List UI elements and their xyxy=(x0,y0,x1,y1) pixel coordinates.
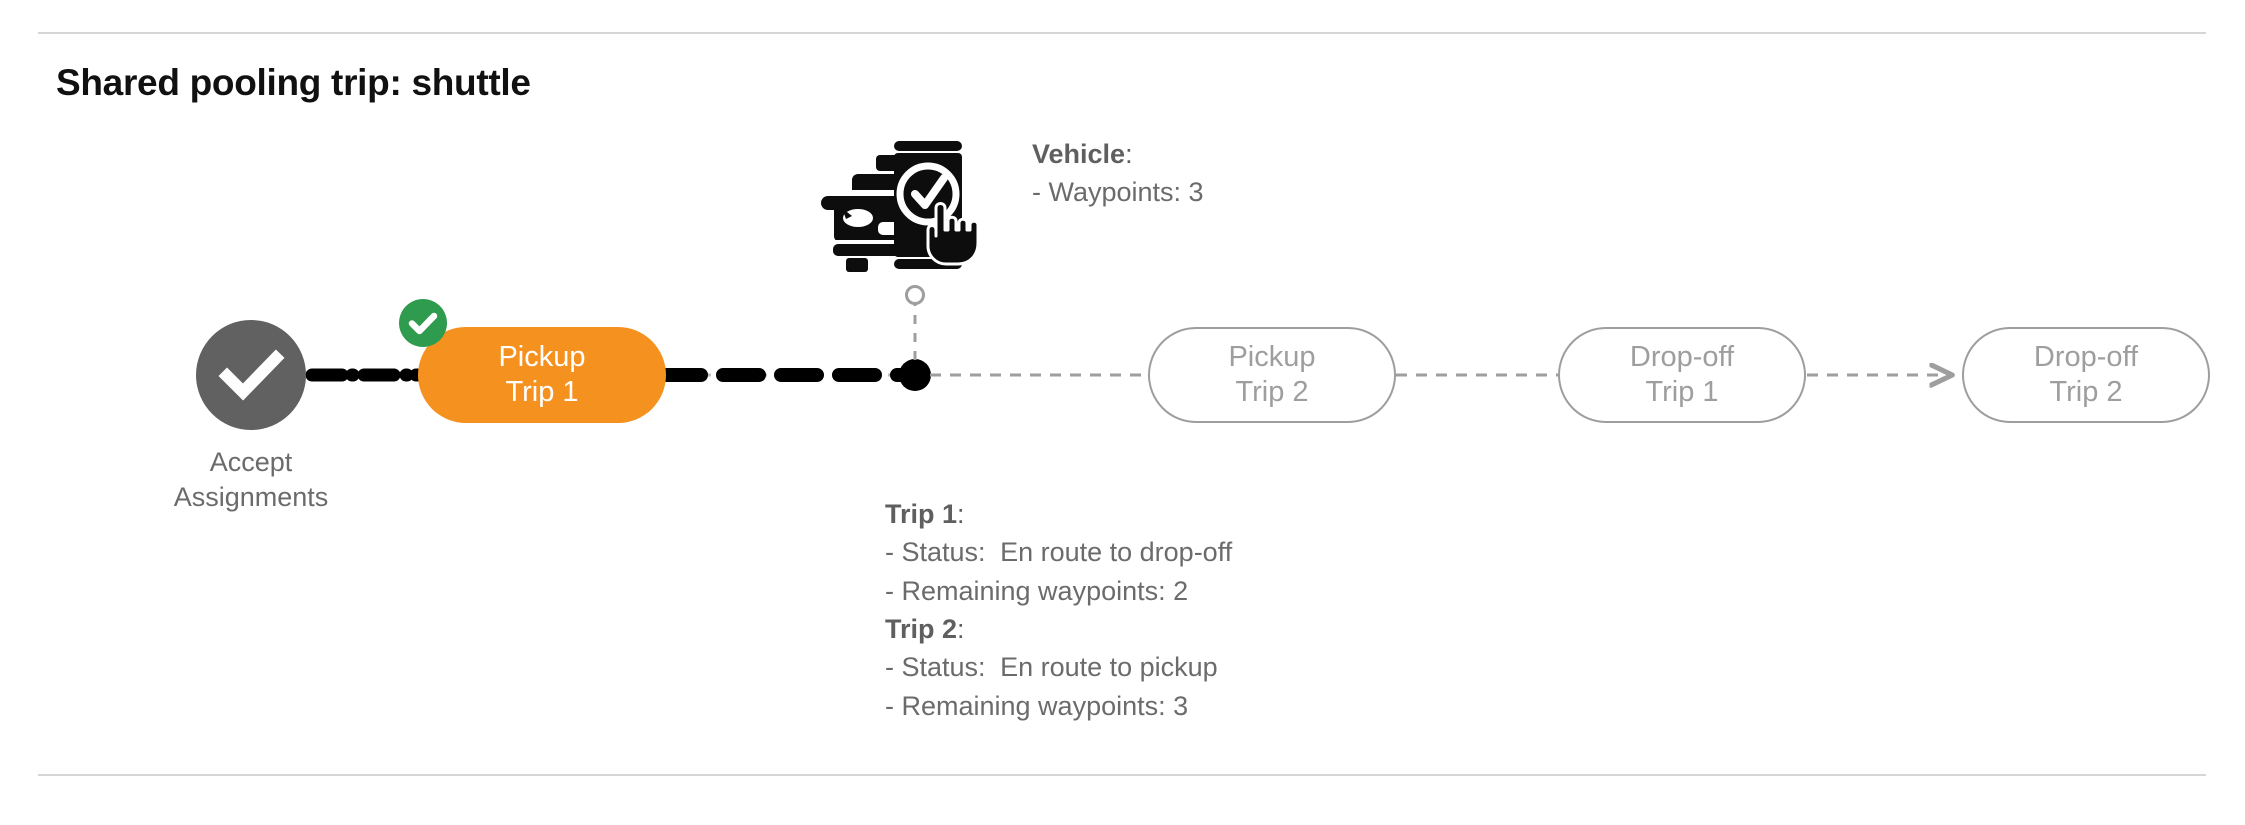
vehicle-position-dot xyxy=(899,359,931,391)
vehicle-info-header-text: Vehicle xyxy=(1032,139,1126,169)
vehicle-leader-endpoint xyxy=(905,285,925,305)
trip1-header: Trip 1: xyxy=(885,495,1232,533)
top-divider xyxy=(38,32,2206,34)
vehicle-info-header: Vehicle: xyxy=(1032,135,1204,173)
node-pickup-trip-2[interactable]: Pickup Trip 2 xyxy=(1148,327,1396,423)
node-dropoff-trip-1[interactable]: Drop-off Trip 1 xyxy=(1558,327,1806,423)
trip-info-block: Trip 1: - Status: En route to drop-off -… xyxy=(885,495,1232,725)
vehicle-icon-art xyxy=(821,141,980,272)
trip2-header-text: Trip 2 xyxy=(885,613,958,644)
trip2-status: - Status: En route to pickup xyxy=(885,648,1232,686)
trip1-status-label: - Status: xyxy=(885,537,986,568)
trip1-status: - Status: En route to drop-off xyxy=(885,533,1232,571)
completed-check-badge-icon xyxy=(399,299,447,347)
node-pickup-trip-1-line2: Trip 1 xyxy=(505,376,579,408)
node-dropoff-trip-2[interactable]: Drop-off Trip 2 xyxy=(1962,327,2210,423)
start-node-accept-assignments[interactable] xyxy=(196,320,306,430)
page-title: Shared pooling trip: shuttle xyxy=(56,62,531,103)
node-dropoff-trip-1-line1: Drop-off xyxy=(1629,340,1735,373)
vehicle-info-block: Vehicle: - Waypoints: 3 xyxy=(1032,135,1204,212)
node-pickup-trip-2-line1: Pickup xyxy=(1228,340,1316,373)
check-circle-icon xyxy=(218,349,285,401)
node-dropoff-trip-2-line1: Drop-off xyxy=(2033,340,2139,373)
trip2-waypoints: - Remaining waypoints: 3 xyxy=(885,690,1189,721)
start-node-label: Accept Assignments xyxy=(156,445,346,514)
vehicle-app-check-icon xyxy=(818,122,988,277)
start-node-label-line1: Accept xyxy=(209,447,293,477)
bottom-divider xyxy=(38,774,2206,776)
start-node-label-line2: Assignments xyxy=(173,481,329,512)
trip1-waypoints: - Remaining waypoints: 2 xyxy=(885,575,1189,606)
trip1-header-colon: : xyxy=(957,499,965,529)
vehicle-info-header-colon: : xyxy=(1125,139,1133,169)
node-dropoff-trip-1-line2: Trip 1 xyxy=(1645,376,1719,408)
check-icon xyxy=(408,312,438,335)
node-pickup-trip-2-line2: Trip 2 xyxy=(1235,376,1309,408)
trip1-status-value: En route to drop-off xyxy=(1000,537,1233,568)
node-dropoff-trip-2-line2: Trip 2 xyxy=(2049,376,2123,408)
node-pickup-trip-1[interactable]: Pickup Trip 1 xyxy=(418,327,666,423)
trip2-status-value: En route to pickup xyxy=(1000,652,1218,683)
node-pickup-trip-1-line1: Pickup xyxy=(498,340,586,373)
trip2-header-colon: : xyxy=(957,613,965,644)
trip2-header: Trip 2: xyxy=(885,610,1232,648)
trip2-status-label: - Status: xyxy=(885,652,986,683)
vehicle-info-waypoints: - Waypoints: 3 xyxy=(1032,177,1204,208)
trip1-header-text: Trip 1 xyxy=(885,499,958,529)
